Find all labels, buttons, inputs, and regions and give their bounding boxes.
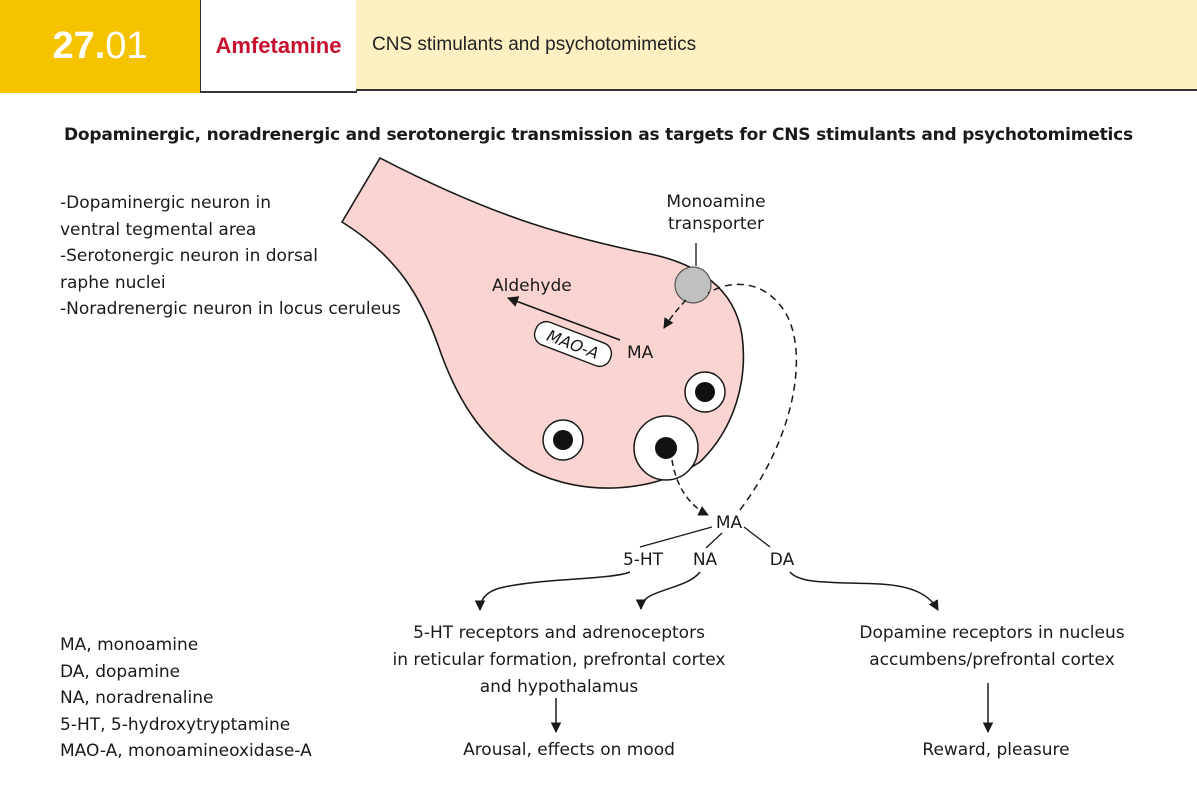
transporter-label-1: Monoamine: [666, 192, 765, 212]
arrow-5ht-target: [474, 571, 631, 612]
aldehyde-label: Aldehyde: [492, 276, 572, 296]
abbreviation-item: MA, monoamine: [60, 635, 199, 655]
neuron-list: -Dopaminergic neuron in ventral tegmenta…: [60, 190, 401, 323]
right-effect: Reward, pleasure: [922, 740, 1069, 760]
branch-5ht: [639, 526, 713, 548]
chapter-number: 27.01: [0, 0, 200, 93]
ma-intracellular-label: MA: [627, 343, 654, 363]
figure-title: Dopaminergic, noradrenergic and serotone…: [64, 125, 1133, 145]
vesicle-releasing: [633, 415, 699, 481]
synaptic-reuptake-path: [707, 283, 798, 511]
transporter-icon: [674, 266, 712, 304]
arrow-da-target: [789, 571, 939, 611]
drug-title: Amfetamine: [200, 0, 357, 93]
category-label: CNS stimulants and psychotomimetics: [356, 0, 1197, 91]
neuron-list-line: -Noradrenergic neuron in locus ceruleus: [60, 299, 401, 319]
arrow-na-target: [635, 571, 701, 611]
right-target-line: accumbens/prefrontal cortex: [869, 650, 1115, 670]
vesicle: [542, 419, 584, 461]
abbreviation-item: 5-HT, 5-hydroxytryptamine: [60, 714, 291, 735]
branch-na: [705, 532, 723, 549]
abbreviation-item: NA, noradrenaline: [60, 688, 214, 708]
neuron-list-line: -Serotonergic neuron in dorsal: [60, 246, 318, 266]
abbreviation-item: MAO-A, monoamineoxidase-A: [60, 741, 312, 761]
neuron-list-line: raphe nuclei: [60, 272, 166, 293]
neuron-list-line: ventral tegmental area: [60, 219, 257, 240]
right-target-line: Dopamine receptors in nucleus: [859, 623, 1124, 643]
left-target-line: 5-HT receptors and adrenoceptors: [413, 623, 705, 643]
left-target-line: and hypothalamus: [480, 677, 639, 697]
transporter-label-2: transporter: [668, 214, 764, 234]
left-target-line: in reticular formation, prefrontal corte…: [393, 650, 726, 670]
abbreviation-item: DA, dopamine: [60, 661, 181, 682]
metabolism-arrow: [506, 296, 621, 341]
neuron-list-line: -Dopaminergic neuron in: [60, 193, 272, 213]
label-na: NA: [693, 550, 718, 570]
release-arrow: [671, 459, 709, 516]
label-5ht: 5-HT: [623, 550, 664, 570]
branch-da: [743, 526, 771, 548]
vesicle: [684, 371, 726, 413]
ma-synaptic-label: MA: [716, 513, 743, 533]
abbreviation-list: MA, monoamine DA, dopamine NA, noradrena…: [60, 632, 312, 765]
page-header: 27.01 Amfetamine CNS stimulants and psyc…: [0, 0, 1197, 93]
reuptake-arrow: [663, 299, 687, 329]
left-effect: Arousal, effects on mood: [463, 740, 675, 760]
label-da: DA: [770, 550, 795, 570]
